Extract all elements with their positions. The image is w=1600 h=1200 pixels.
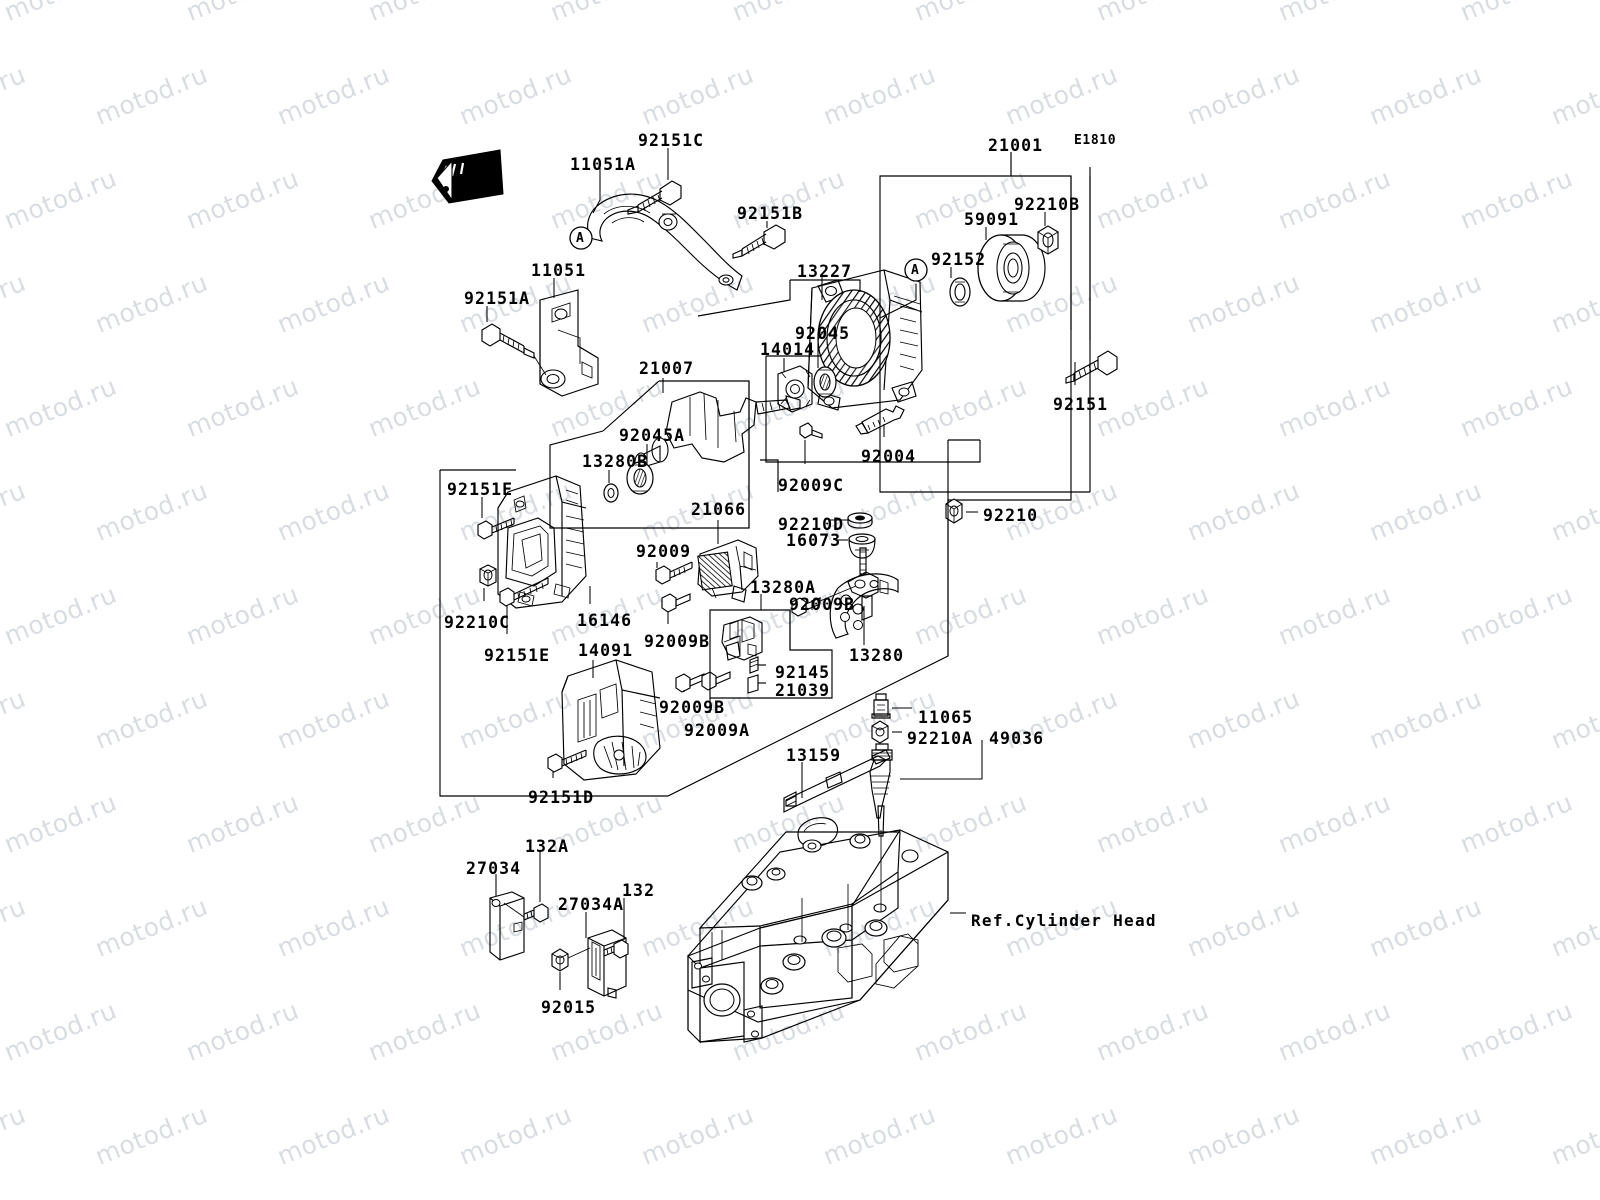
part-label-92009: 92009 [636,542,692,561]
part-label-92210A: 92210A [907,729,974,748]
part-label-11065: 11065 [918,708,974,727]
part-label-92210B: 92210B [1014,195,1081,214]
part-label-11051: 11051 [531,261,587,280]
callout-letter-A-left: A [576,231,584,246]
part-label-59091: 59091 [964,210,1020,229]
part-label-13159: 13159 [786,746,842,765]
part-label-13227: 13227 [797,262,853,281]
part-label-16073: 16073 [786,531,842,550]
part-label-132A: 132A [525,837,570,856]
part-label-92151E-lower: 92151E [484,646,551,665]
part-label-49036: 49036 [989,729,1045,748]
part-label-16146: 16146 [577,611,633,630]
part-label-14091: 14091 [578,641,634,660]
part-label-13280: 13280 [849,646,905,665]
part-label-92151A: 92151A [464,289,531,308]
part-label-92151E-upper: 92151E [447,480,514,499]
part-label-21001: 21001 [988,136,1044,155]
part-label-92210: 92210 [983,506,1039,525]
callout-letter-A-right: A [911,263,919,278]
part-label-11051A: 11051A [570,155,637,174]
part-label-92009A: 92009A [684,721,751,740]
part-label-92009B-3: 92009B [659,698,726,717]
part-label-92009B-2: 92009B [644,632,711,651]
part-label-92004: 92004 [861,447,917,466]
part-label-92151D: 92151D [528,788,595,807]
part-label-92009B-1: 92009B [789,595,856,614]
part-label-92210C: 92210C [444,613,511,632]
part-label-92145: 92145 [775,663,831,682]
part-label-92151: 92151 [1053,395,1109,414]
part-label-92151B: 92151B [737,204,804,223]
part-label-92151C: 92151C [638,131,705,150]
part-label-27034A: 27034A [558,895,625,914]
part-label-13280B: 13280B [582,452,649,471]
diagram-code-E1810: E1810 [1074,133,1117,148]
part-label-92009C: 92009C [778,476,845,495]
ref-cylinder-head-label: Ref.Cylinder Head [971,911,1157,930]
part-label-27034: 27034 [466,859,522,878]
part-label-21066: 21066 [691,500,747,519]
part-label-14014: 14014 [760,340,816,359]
part-label-21039: 21039 [775,681,831,700]
part-label-92152: 92152 [931,250,987,269]
part-label-92045A: 92045A [619,426,686,445]
part-label-21007: 21007 [639,359,695,378]
part-label-92015: 92015 [541,998,597,1017]
part-label-132: 132 [622,881,656,900]
